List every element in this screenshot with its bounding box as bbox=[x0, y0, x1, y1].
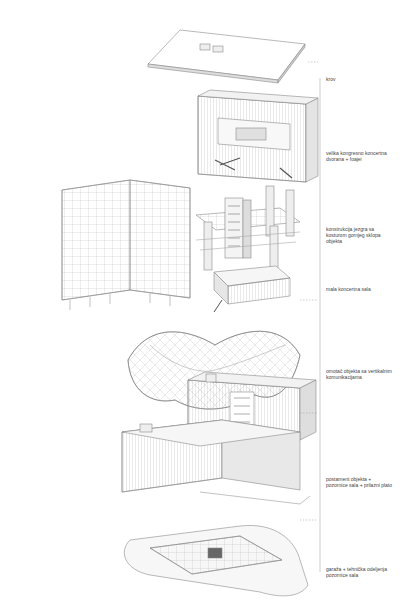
roof-slab bbox=[148, 30, 305, 83]
facade-frame bbox=[62, 180, 190, 310]
layer-label: mala koncertna sala bbox=[326, 286, 394, 292]
garage-slab bbox=[124, 525, 308, 595]
layer-label: konstrukcija jezgra sa kosturom gornjeg … bbox=[326, 226, 394, 245]
core-structure bbox=[196, 186, 300, 270]
layer-label: krov bbox=[326, 76, 394, 82]
leader-lines bbox=[300, 62, 320, 572]
small-hall bbox=[214, 266, 290, 312]
layer-label: garaža + tehnička odeljenja pozornice sa… bbox=[326, 566, 394, 578]
layer-label: omotač objekta sa vertikalnim komunikaci… bbox=[326, 368, 394, 380]
layer-label: velika kongresno koncertna dvorana + foa… bbox=[326, 150, 394, 162]
great-hall bbox=[198, 90, 318, 182]
layer-label: postament objekta + pozornice sala + pri… bbox=[326, 476, 394, 488]
base-building bbox=[122, 420, 310, 504]
